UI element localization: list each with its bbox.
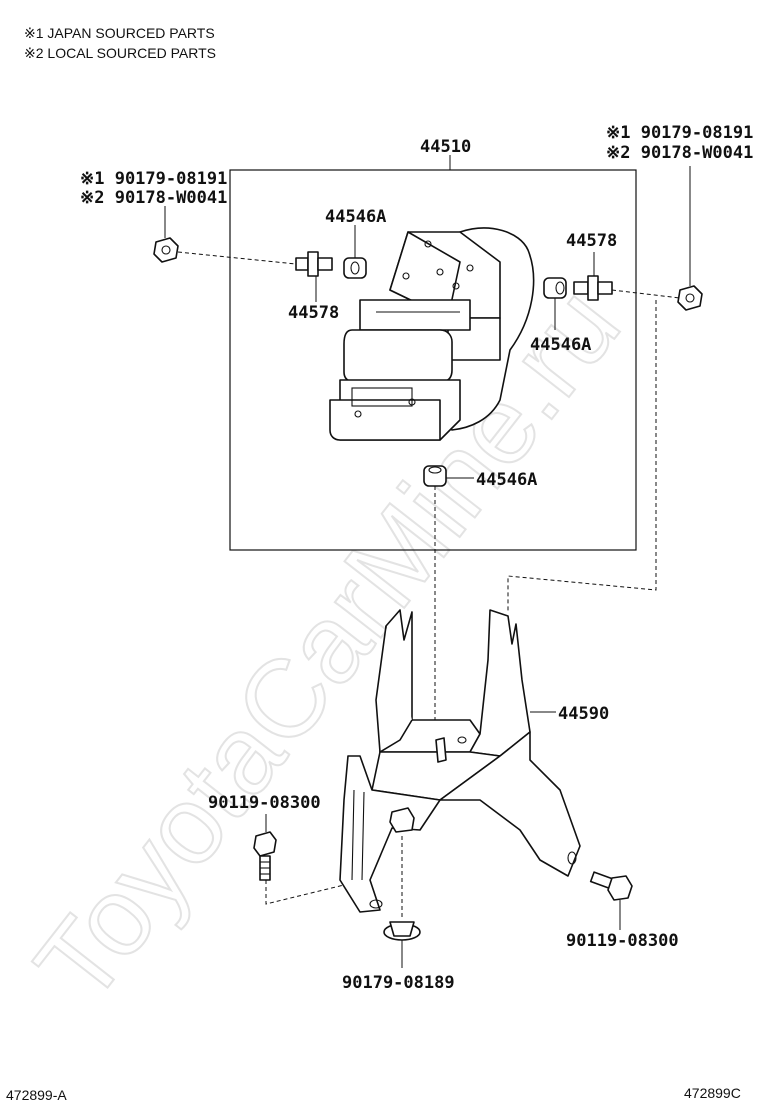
nut-left	[153, 237, 179, 263]
bolt-right	[589, 871, 633, 901]
label-44590: 44590	[558, 704, 609, 724]
stud-left	[295, 251, 333, 277]
dash-left-nut	[177, 251, 297, 265]
nut-right	[677, 285, 703, 311]
label-44546a-top: 44546A	[325, 207, 386, 227]
label-44578-right: 44578	[566, 231, 617, 251]
assembly-box	[229, 169, 637, 551]
label-bolt-left: 90119-08300	[208, 793, 321, 813]
footer-right-code: 472899C	[684, 1085, 741, 1101]
nut-bottom	[383, 921, 421, 941]
bracket	[339, 609, 581, 913]
footer-left-code: 472899-A	[6, 1087, 67, 1103]
label-44510: 44510	[420, 137, 471, 157]
label-nut-right-2: ※2 90178-W0041	[606, 143, 753, 163]
label-nut-right-1: ※1 90179-08191	[606, 123, 753, 143]
watermark: ToyotaCarMine.ru	[12, 265, 643, 1025]
label-nut-left-2: ※2 90178-W0041	[80, 188, 227, 208]
bolt-left	[253, 831, 277, 881]
dash-right-down	[507, 300, 657, 612]
abs-actuator	[329, 227, 535, 441]
cushion-top	[343, 257, 367, 279]
note-local-sourced: ※2 LOCAL SOURCED PARTS	[24, 45, 216, 61]
note-japan-sourced: ※1 JAPAN SOURCED PARTS	[24, 25, 215, 41]
label-bolt-right: 90119-08300	[566, 931, 679, 951]
label-nut-bottom: 90179-08189	[342, 973, 455, 993]
dash-right-nut	[611, 289, 681, 299]
cushion-bottom	[423, 465, 447, 487]
label-nut-left-1: ※1 90179-08191	[80, 169, 227, 189]
label-44578-left: 44578	[288, 303, 339, 323]
label-44546a-bottom: 44546A	[476, 470, 537, 490]
label-44546a-right: 44546A	[530, 335, 591, 355]
cushion-right	[543, 277, 567, 299]
stud-right	[573, 275, 613, 301]
dash-bolt-left	[265, 880, 349, 905]
